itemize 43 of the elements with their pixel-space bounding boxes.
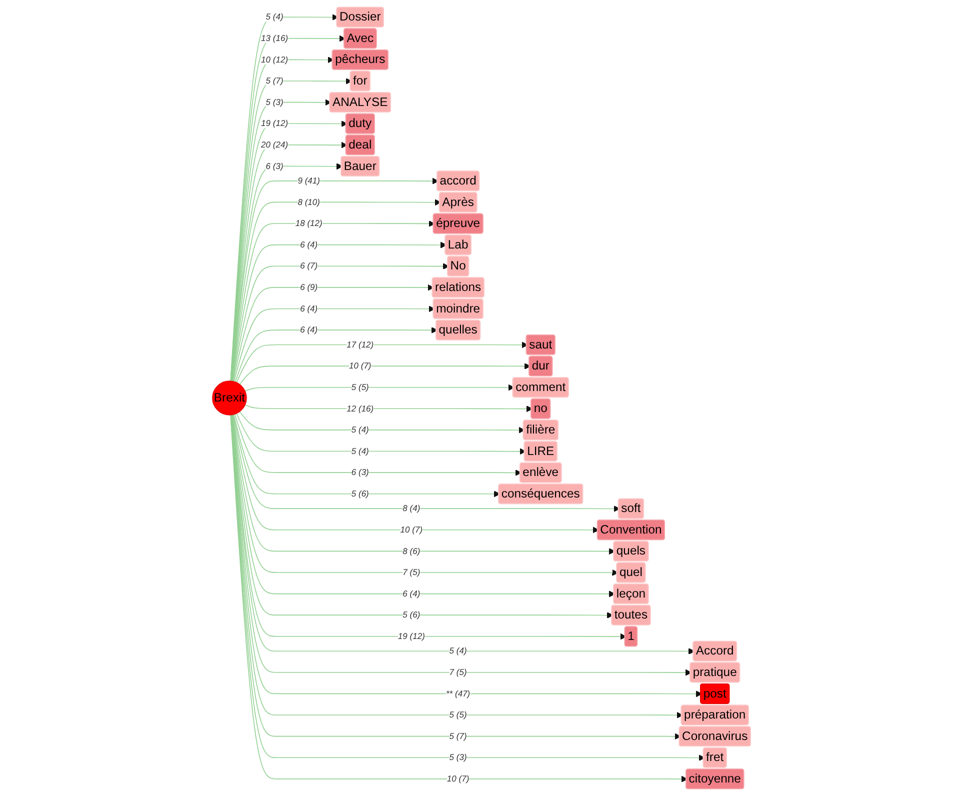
edge-label: 6 (4) (402, 589, 420, 598)
arrow (233, 414, 500, 498)
edge-label: 6 (3) (351, 468, 369, 478)
edge-label: 6 (3) (266, 162, 284, 171)
edge-label: 8 (10) (298, 198, 320, 207)
node-circle: Brexit (212, 380, 247, 416)
edge-label: 7 (5) (402, 568, 420, 578)
edge-label: 6 (4) (300, 240, 318, 250)
edge-label: 12 (16) (346, 404, 374, 414)
edge-label: 6 (4) (300, 304, 318, 314)
edge-label: 8 (6) (402, 546, 420, 556)
edge-label: 5 (4) (351, 446, 369, 456)
edge-label: 5 (6) (402, 610, 420, 620)
edge-label: 7 (5) (449, 668, 467, 678)
edge-label: 10 (12) (261, 55, 288, 64)
edge-label: 19 (12) (261, 118, 288, 128)
edge-label: 5 (5) (351, 382, 369, 392)
edge-label: 5 (7) (266, 76, 284, 86)
edge-label: 5 (7) (449, 732, 467, 741)
edge-label: 5 (6) (351, 489, 369, 499)
arrow (232, 242, 447, 382)
edge-label: 18 (12) (295, 218, 322, 228)
edge-label: 6 (7) (300, 261, 318, 271)
edge-label: 20 (24) (261, 140, 288, 150)
edge-label: 9 (41) (298, 176, 320, 186)
edge-label: 6 (9) (300, 282, 318, 292)
edge-label: 13 (16) (261, 34, 288, 44)
edge-label: 8 (4) (402, 504, 420, 514)
edge-label: 17 (12) (346, 340, 374, 350)
arrow (232, 284, 434, 382)
edge-label: 5 (4) (266, 12, 284, 22)
edge-label: 5 (3) (266, 98, 284, 107)
edge-label: 5 (3) (449, 752, 467, 762)
edge-label: ** (47) (446, 689, 470, 698)
arrow (244, 404, 533, 412)
edge-label: 6 (4) (300, 325, 318, 335)
edge-label: 10 (7) (400, 525, 423, 535)
edge-label: 19 (12) (398, 632, 425, 642)
edge-label: 10 (7) (349, 361, 372, 371)
edge-label: 10 (7) (446, 774, 470, 784)
edge-label: 5 (5) (449, 710, 467, 720)
edge-label: 5 (4) (449, 646, 467, 656)
edge-label: 5 (4) (351, 425, 369, 435)
